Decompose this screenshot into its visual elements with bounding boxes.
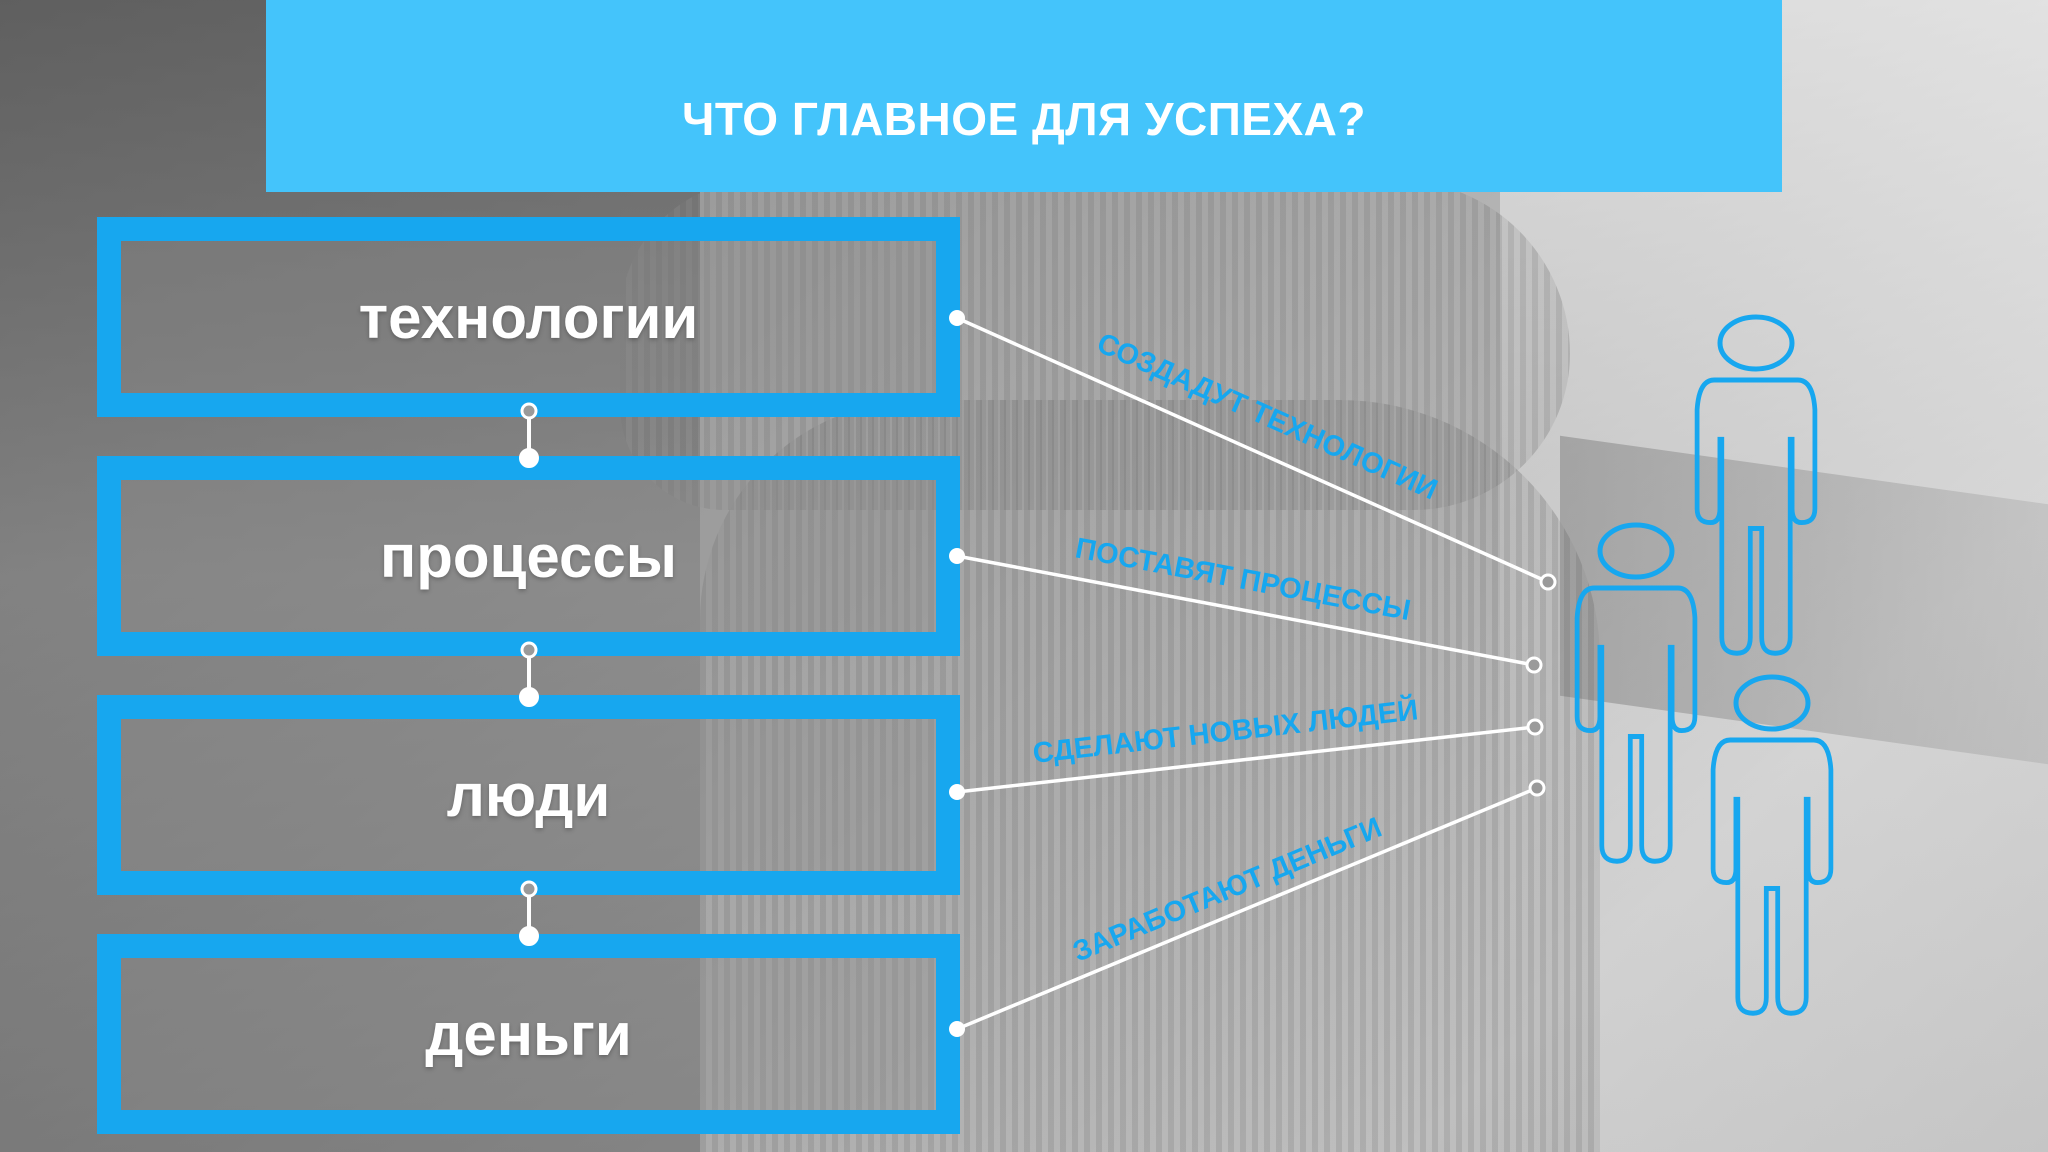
link-end-dots [1525,573,1557,797]
box-people: люди [97,695,960,895]
box-label: технологии [358,283,699,351]
connector-dot [520,402,538,420]
link-line-technologies [956,316,1549,584]
person-icon [1577,522,1695,861]
link-dot [949,1021,965,1037]
arrow-label-technologies: СОЗДАДУТ ТЕХНОЛОГИИ [1092,327,1442,506]
box-label: процессы [380,522,677,590]
arrow-label-processes: ПОСТАВЯТ ПРОЦЕССЫ [1073,532,1413,627]
link-dot [949,784,965,800]
box-label: деньги [425,1000,632,1068]
box-label: люди [446,761,611,829]
link-end-dot [1539,573,1557,591]
title-banner: ЧТО ГЛАВНОЕ ДЛЯ УСПЕХА? [266,0,1782,192]
connector-dot [520,641,538,659]
link-end-dot [1525,656,1543,674]
link-line-processes [956,554,1535,667]
link-line-money [956,786,1538,1031]
arrow-label-money: ЗАРАБОТАЮТ ДЕНЬГИ [1068,812,1386,969]
connector-dot [519,448,539,468]
slide-title: ЧТО ГЛАВНОЕ ДЛЯ УСПЕХА? [682,93,1366,145]
connector-dot [520,880,538,898]
link-dots [949,310,965,1037]
box-money: деньги [97,934,960,1134]
connector-dot [519,687,539,707]
arrow-label-people: СДЕЛАЮТ НОВЫХ ЛЮДЕЙ [1031,692,1420,770]
link-lines [956,316,1549,1031]
vertical-connectors [519,402,539,946]
person-icon [1713,674,1831,1013]
link-end-dot [1528,779,1546,797]
person-icon [1697,314,1815,653]
link-line-people [956,725,1536,794]
link-dot [949,548,965,564]
link-dot [949,310,965,326]
link-end-dot [1526,718,1544,736]
connector-dot [519,926,539,946]
